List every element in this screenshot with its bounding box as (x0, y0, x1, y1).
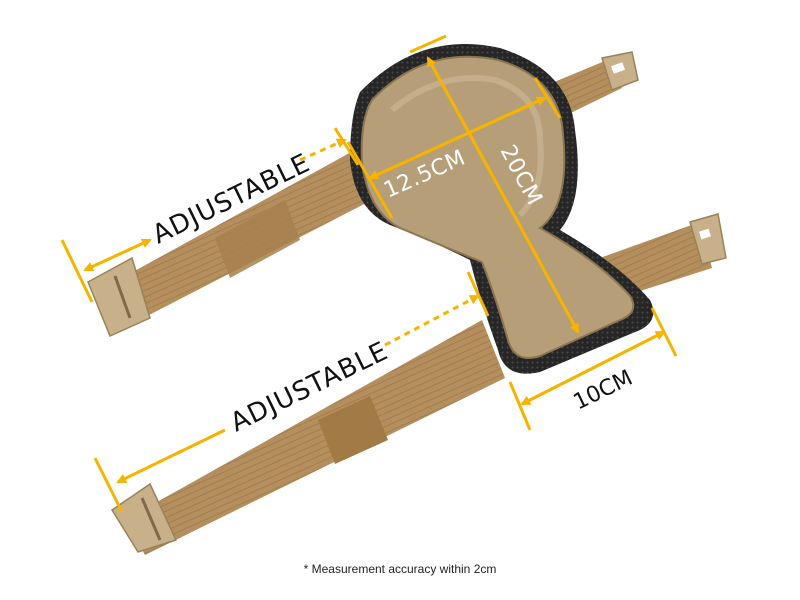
measurement-note: * Measurement accuracy within 2cm (303, 562, 497, 576)
lower-left-strap (110, 320, 505, 555)
upper-left-strap (87, 150, 372, 338)
pad-shell-highlight (390, 75, 544, 218)
